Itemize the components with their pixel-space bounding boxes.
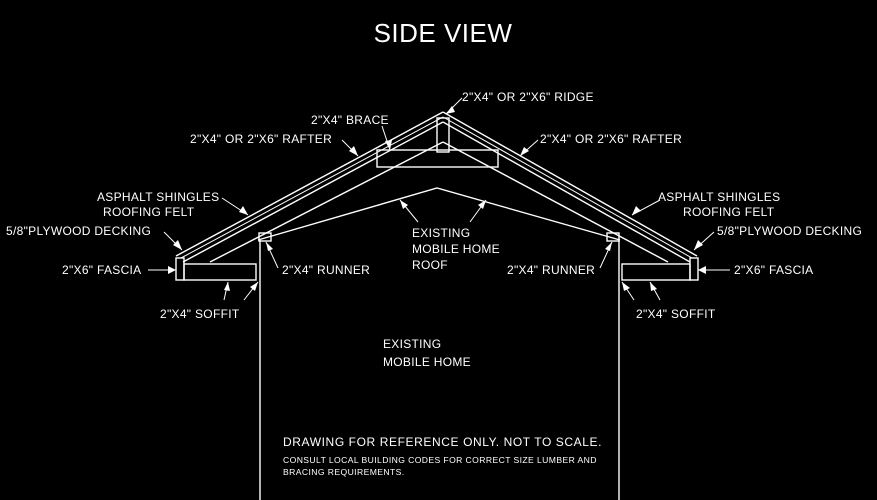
label-decking-right: 5/8"PLYWOOD DECKING (717, 224, 862, 238)
label-fascia-right: 2"X6" FASCIA (734, 263, 814, 277)
label-existing-roof-2: MOBILE HOME (412, 242, 500, 256)
soffit-left-rect (183, 263, 257, 281)
brace-rect (376, 149, 499, 168)
arrow-brace (385, 140, 392, 150)
label-runner-left: 2"X4" RUNNER (282, 263, 370, 277)
fascia-left-rect (175, 257, 185, 281)
arrow-decking-left (173, 240, 182, 250)
arrow-asphalt-right (632, 206, 641, 215)
label-asphalt-left: ASPHALT SHINGLES (97, 190, 219, 204)
arrow-soffit-left-b (250, 282, 258, 291)
arrow-runner-right (605, 242, 612, 251)
eave-right (621, 257, 699, 281)
arrow-fascia-left (168, 266, 176, 274)
label-fascia-left: 2"X6" FASCIA (62, 263, 142, 277)
notes: DRAWING FOR REFERENCE ONLY. NOT TO SCALE… (283, 435, 602, 477)
roof-decking-right (442, 116, 693, 259)
runner-block-left (258, 232, 272, 242)
brace (376, 149, 499, 168)
label-mobile-home-2: MOBILE HOME (383, 355, 471, 369)
roof-decking-left (180, 116, 444, 259)
label-ridge: 2"X4" OR 2"X6" RIDGE (462, 90, 594, 104)
arrow-soffit-right-a (622, 282, 630, 291)
arrow-fascia-right (698, 266, 706, 274)
existing-roof-line (257, 187, 621, 241)
label-existing-roof-3: ROOF (412, 258, 448, 272)
label-felt-right: ROOFING FELT (683, 205, 775, 219)
rafter-bottom-right (442, 141, 669, 263)
label-mobile-home-1: EXISTING (383, 337, 441, 351)
arrow-soffit-left-a (224, 282, 230, 291)
arrowheads (168, 106, 706, 291)
arrow-ridge (446, 106, 455, 114)
arrow-decking-right (694, 240, 703, 250)
runner-block-right (606, 232, 620, 242)
label-runner-right: 2"X4" RUNNER (507, 263, 595, 277)
note-reference: DRAWING FOR REFERENCE ONLY. NOT TO SCALE… (283, 435, 602, 449)
rafters (182, 121, 691, 263)
arrow-runner-left (266, 242, 273, 251)
arrow-asphalt-left (239, 206, 248, 215)
roof-surface (175, 111, 698, 259)
fascia-right-rect (689, 257, 699, 281)
ridge-board (436, 117, 450, 153)
rafter-top-left (182, 121, 444, 263)
arrow-roof-b (478, 200, 486, 209)
rafter-top-right (442, 121, 691, 263)
note-building-codes-2: BRACING REQUIREMENTS. (283, 467, 405, 477)
label-soffit-left: 2"X4" SOFFIT (160, 307, 240, 321)
rafter-bottom-left (209, 141, 444, 263)
roof-outer-right (442, 111, 698, 257)
soffit-right-rect (621, 263, 691, 281)
arrow-rafter-right (520, 147, 529, 156)
label-felt-left: ROOFING FELT (103, 205, 195, 219)
arrow-soffit-right-b (650, 282, 657, 291)
eave-left (175, 257, 257, 281)
arrow-roof-a (400, 200, 408, 209)
label-soffit-right: 2"X4" SOFFIT (636, 307, 716, 321)
label-rafter-right: 2"X4" OR 2"X6" RAFTER (540, 132, 682, 146)
mobile-home-walls (259, 240, 620, 500)
label-brace: 2"X4" BRACE (311, 113, 389, 127)
label-existing-roof-1: EXISTING (412, 226, 470, 240)
label-asphalt-right: ASPHALT SHINGLES (658, 190, 780, 204)
label-rafter-left: 2"X4" OR 2"X6" RAFTER (190, 132, 332, 146)
diagram-title: SIDE VIEW (374, 18, 513, 48)
roof-outer-left (175, 111, 444, 257)
label-decking-left: 5/8"PLYWOOD DECKING (6, 224, 151, 238)
note-building-codes-1: CONSULT LOCAL BUILDING CODES FOR CORRECT… (283, 455, 597, 465)
ridge-rect (436, 117, 450, 153)
arrow-rafter-left (349, 146, 358, 156)
labels: 2"X4" OR 2"X6" RIDGE 2"X4" BRACE 2"X4" O… (6, 90, 862, 369)
